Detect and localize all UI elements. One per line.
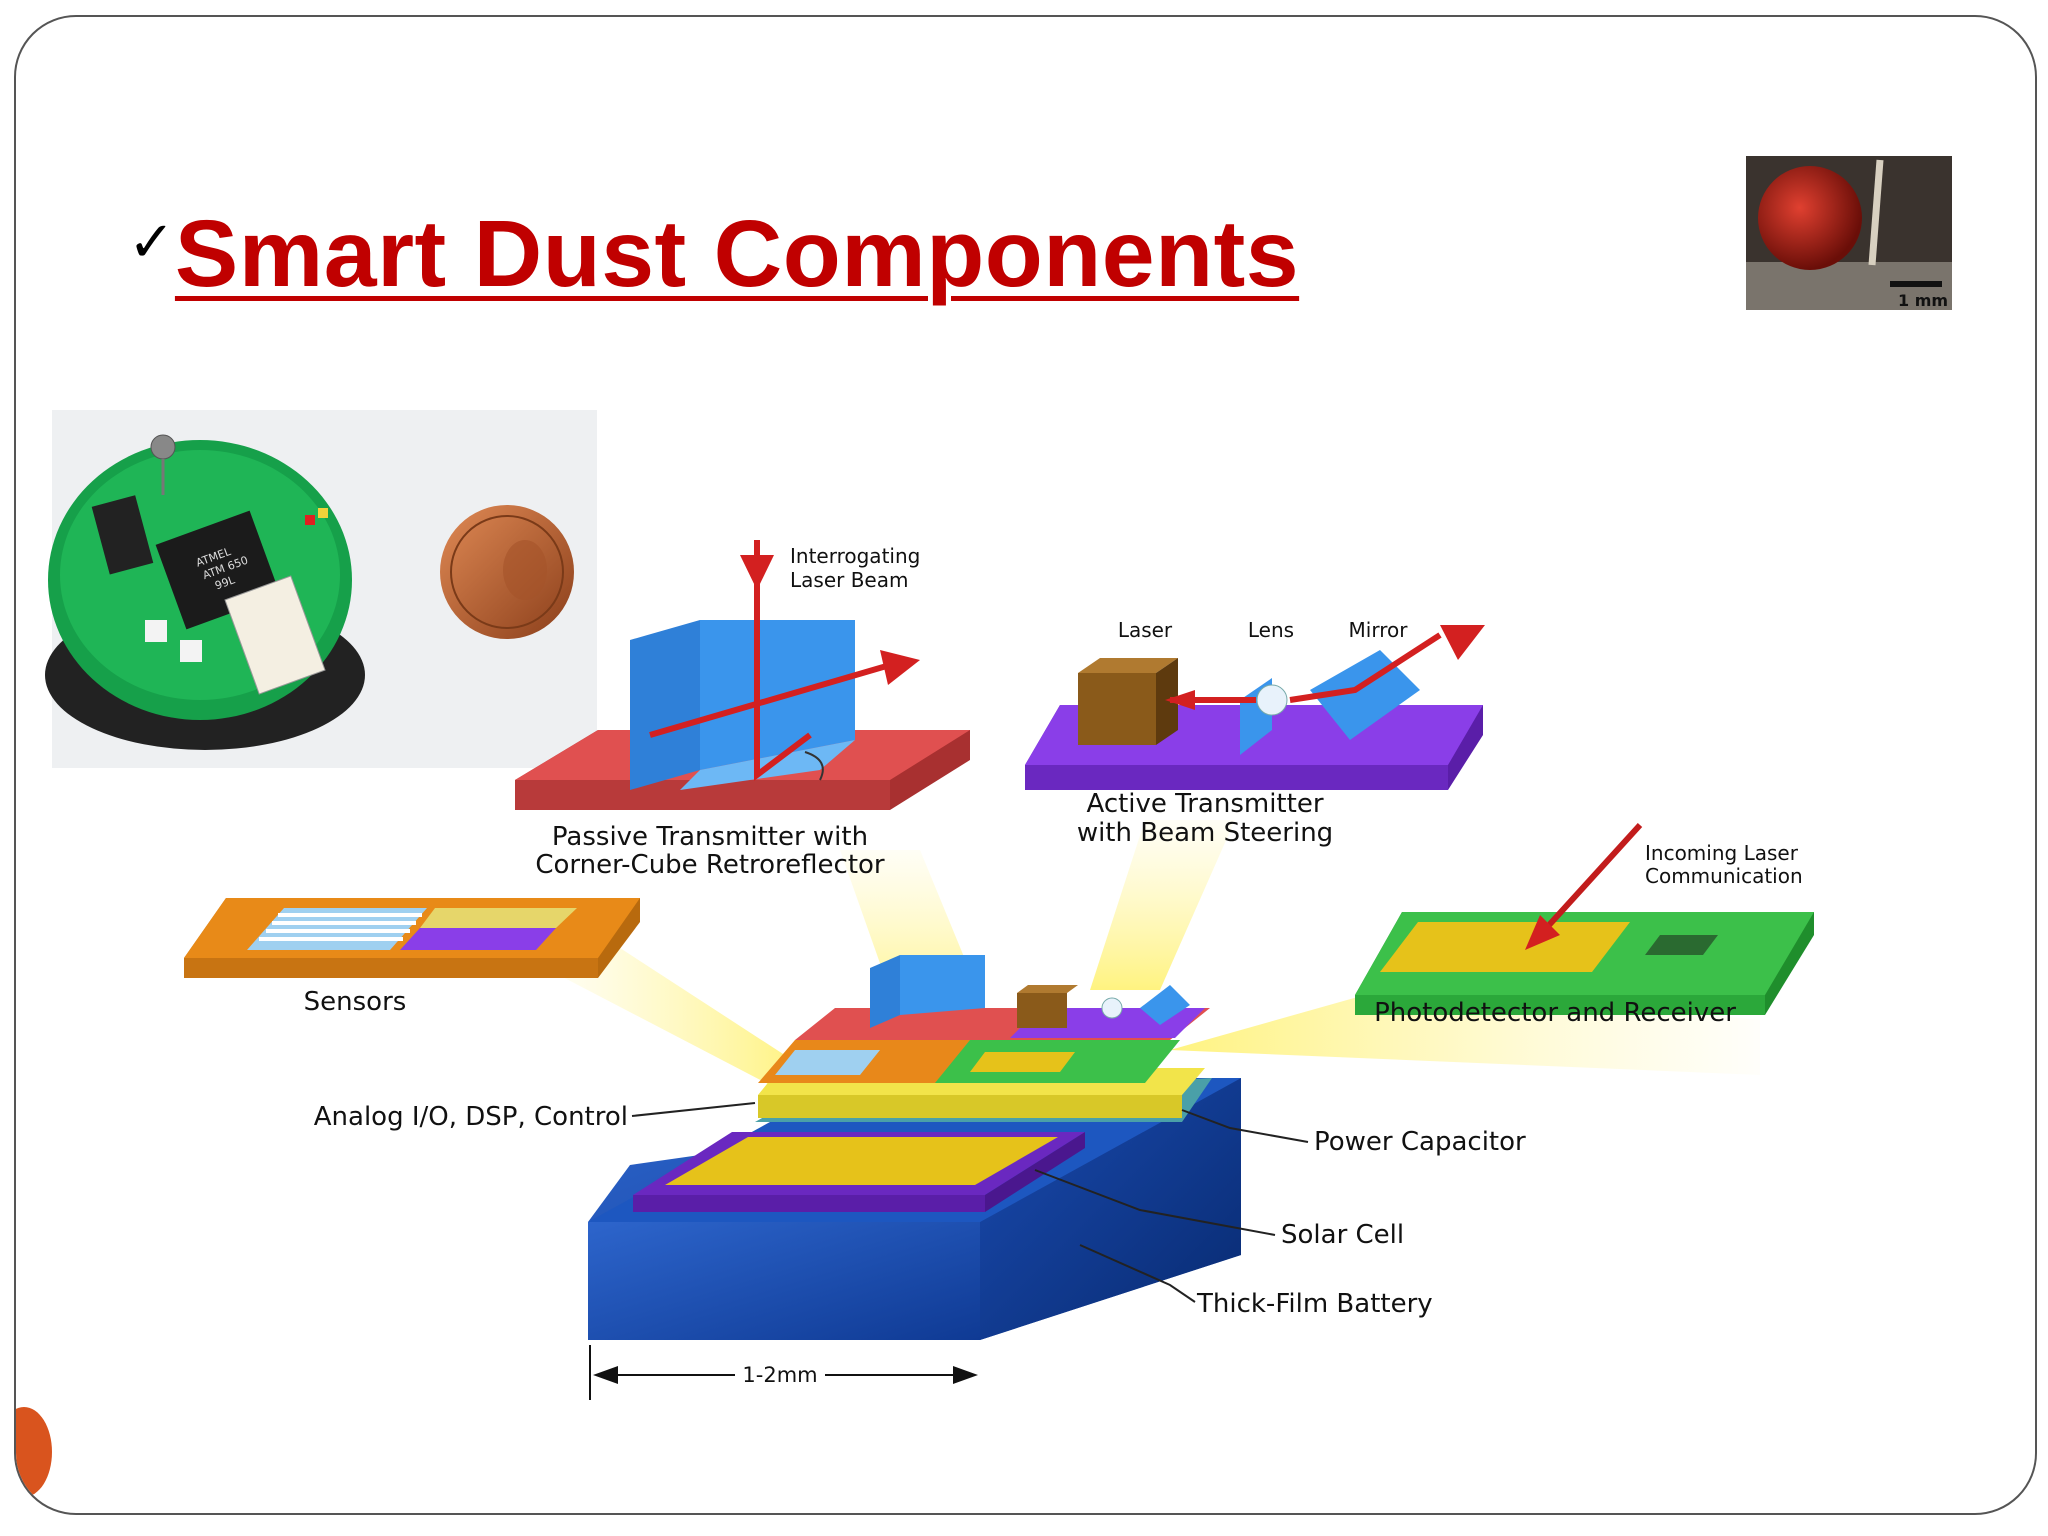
- dust-sphere: [1758, 166, 1862, 270]
- photodetector-cell: [1380, 922, 1630, 972]
- page-title: Smart Dust Components: [174, 201, 1300, 307]
- dimension-arrow-left: [593, 1366, 618, 1384]
- mote-connector: [224, 575, 326, 695]
- tiny-mote-photo: 1 mm: [1746, 156, 1952, 310]
- solar-cell-label: Solar Cell: [1281, 1220, 1404, 1250]
- lens: [1256, 684, 1288, 716]
- laser-block: [1078, 673, 1156, 745]
- photodetector-caption: Photodetector and Receiver: [1374, 998, 1736, 1028]
- solar-cell: [665, 1137, 1058, 1185]
- beam-label: Laser Beam: [790, 568, 908, 592]
- sensors-module: Sensors: [184, 898, 640, 1017]
- mote-light-sensor: [150, 434, 176, 460]
- corner-cube-mirror: [630, 620, 700, 790]
- sensors-label: Sensors: [304, 987, 407, 1017]
- dimension-indicator: 1-2mm: [589, 1345, 978, 1400]
- annotation-leaders: Analog I/O, DSP, Control Power Capacitor…: [314, 1102, 1526, 1319]
- mote-photo: ATMEL ATM 650 99L: [45, 410, 597, 768]
- beam-label: Interrogating: [790, 544, 920, 568]
- active-caption: Active Transmitter: [1086, 789, 1323, 819]
- steered-beam-arrow: [1440, 625, 1485, 660]
- passive-caption: Passive Transmitter with: [552, 822, 868, 852]
- steering-mirror: [1310, 650, 1420, 740]
- photodetector-module: Incoming Laser Communication Photodetect…: [1355, 822, 1814, 1028]
- incoming-laser-arrow: [1525, 915, 1560, 950]
- passive-caption: Corner-Cube Retroreflector: [535, 850, 885, 880]
- laser-arrow-down: [740, 555, 774, 590]
- slide-title-block: ✓Smart Dust Components: [128, 200, 1299, 309]
- active-caption: with Beam Steering: [1077, 818, 1333, 848]
- power-capacitor-label: Power Capacitor: [1314, 1127, 1526, 1157]
- incoming-label: Incoming Laser: [1645, 841, 1799, 865]
- lens-label: Lens: [1248, 618, 1294, 642]
- battery-label: Thick-Film Battery: [1196, 1289, 1433, 1319]
- mirror-label: Mirror: [1349, 618, 1409, 642]
- active-transmitter: Laser Lens Mirror Active Transmitter wit…: [1025, 618, 1485, 848]
- assembled-mote: [588, 955, 1241, 1340]
- checkmark-icon: ✓: [128, 210, 175, 275]
- passive-transmitter: Interrogating Laser Beam Passive Transmi…: [515, 540, 970, 880]
- incoming-label: Communication: [1645, 864, 1803, 888]
- mote-sensor-component: [91, 495, 154, 575]
- scale-label: 1 mm: [1898, 291, 1948, 310]
- dimension-label: 1-2mm: [742, 1363, 817, 1387]
- laser-arrow-right: [880, 650, 920, 685]
- laser-label: Laser: [1118, 618, 1173, 642]
- analog-label: Analog I/O, DSP, Control: [314, 1102, 628, 1132]
- dimension-arrow-right: [953, 1366, 978, 1384]
